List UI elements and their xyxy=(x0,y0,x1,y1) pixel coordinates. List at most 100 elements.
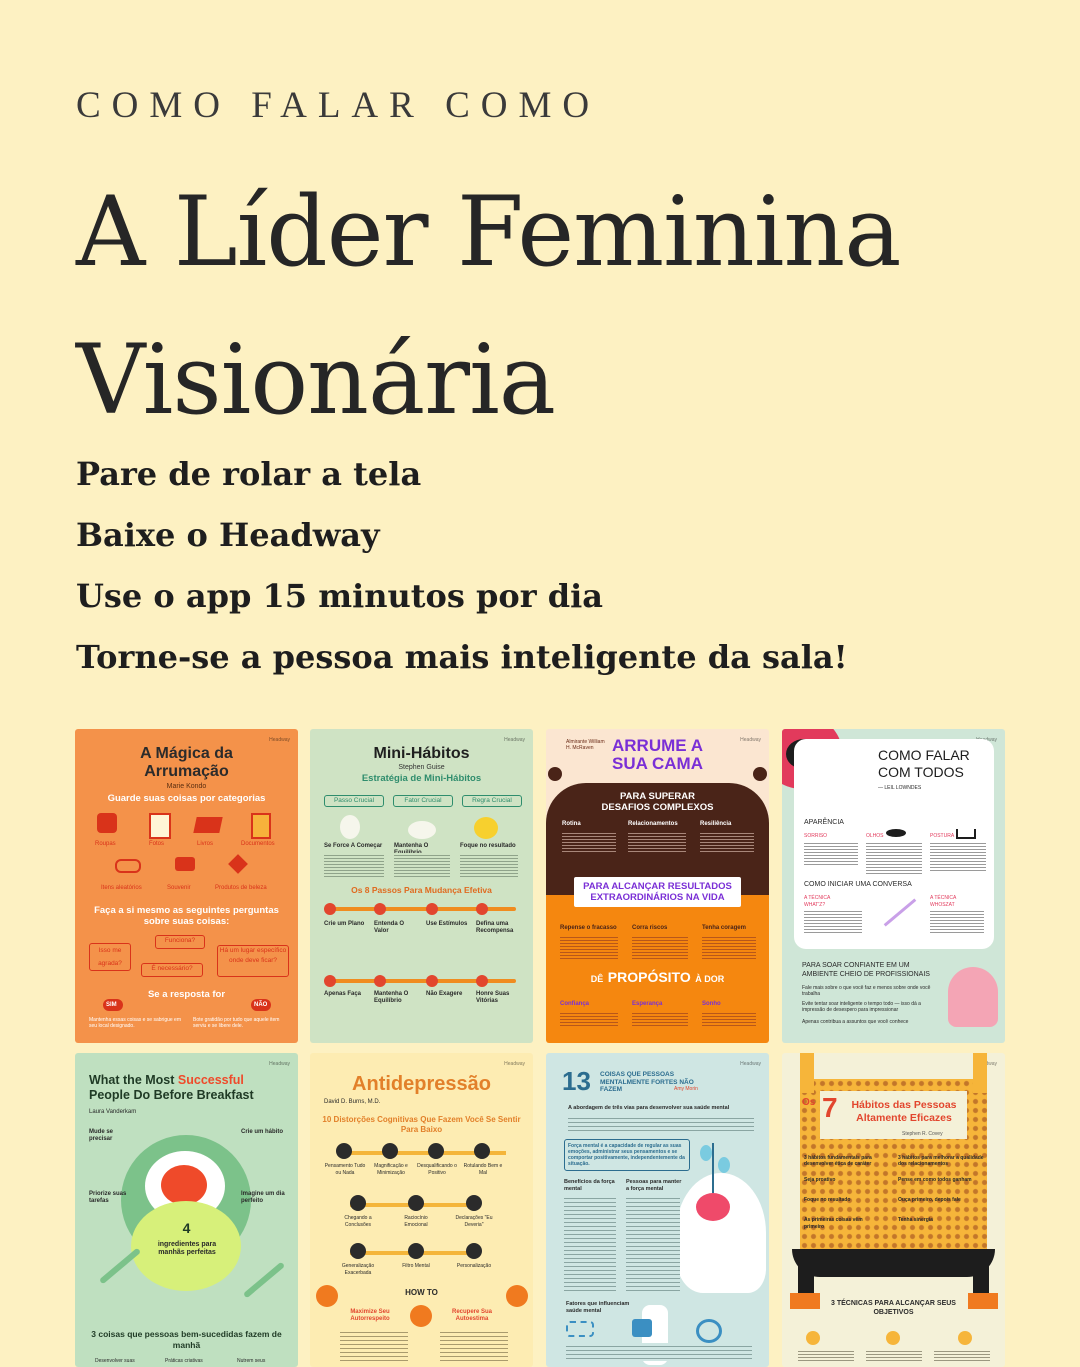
distortion-badge xyxy=(466,1243,482,1259)
flower-icon xyxy=(410,1305,432,1327)
section-heading: COMO INICIAR UMA CONVERSA xyxy=(804,881,912,888)
tip-item: Apenas contribua a assuntos que você con… xyxy=(802,1019,909,1025)
strategy-column: Foque no resultado xyxy=(460,843,516,849)
purpose-word: DÊ xyxy=(590,974,604,984)
figure-arm-right xyxy=(973,1053,987,1093)
habit-item: Tenha sinergia xyxy=(898,1217,933,1223)
book-card-antidepressao[interactable]: Headway Antidepressão David D. Burns, M.… xyxy=(310,1053,533,1367)
distortion-badge xyxy=(336,1143,352,1159)
factors-heading: Fatores que influenciam saúde mental xyxy=(566,1301,630,1314)
conversation-item: A TÉCNICA WHOSZAT xyxy=(930,895,957,908)
flower-icon xyxy=(506,1285,528,1307)
distortion-label: Raciocínio Emocional xyxy=(404,1215,428,1228)
book-card-como-falar-com-todos[interactable]: Headway COMO FALAR COM TODOS — LEIL LOWN… xyxy=(782,729,1005,1043)
plant-stem xyxy=(712,1143,714,1193)
right-heading: 3 hábitos para melhorar a qualidade dos … xyxy=(898,1155,984,1167)
book-card-7-habitos[interactable]: Headway Os 7 Hábitos das Pessoas Altamen… xyxy=(782,1053,1005,1367)
text-block xyxy=(702,1011,756,1027)
card-number: 13 xyxy=(562,1066,591,1096)
appearance-item: POSTURA xyxy=(930,833,955,839)
book-card-13-coisas[interactable]: Headway 13 COISAS QUE PESSOAS MENTALMENT… xyxy=(546,1053,769,1367)
topic-label: Corra riscos xyxy=(632,925,668,931)
text-block xyxy=(340,1329,408,1363)
step-badge xyxy=(476,903,488,915)
band-heading: PARA ALCANÇAR RESULTADOS EXTRAORDINÁRIOS… xyxy=(574,877,741,907)
card-subtitle: Guarde suas coisas por categorias xyxy=(107,793,266,804)
topic-label: Sonho xyxy=(702,1001,721,1007)
text-block xyxy=(930,841,986,871)
category-label: Documentos xyxy=(241,841,275,847)
gears-icon xyxy=(696,1319,722,1343)
hatching-egg-icon xyxy=(408,821,436,839)
leaf-icon xyxy=(718,1157,730,1173)
diamond-icon xyxy=(228,854,248,874)
left-heading: 3 hábitos fundamentais para desenvolver … xyxy=(804,1155,872,1167)
bed-post-right xyxy=(753,767,767,781)
howto-item: Maximize Seu Autorrespeito xyxy=(350,1309,390,1322)
step-badge xyxy=(476,975,488,987)
title-highlight: Successful xyxy=(177,1073,244,1087)
head-silhouette xyxy=(676,1173,766,1293)
book-card-arrume-sua-cama[interactable]: Headway Almirante William H. McRaven ARR… xyxy=(546,729,769,1043)
technique-icon xyxy=(886,1331,900,1345)
answer-heading: Se a resposta for xyxy=(147,989,226,1000)
habit-item: Ouça primeiro, depois fale xyxy=(898,1197,961,1203)
text-block xyxy=(324,853,384,877)
text-block xyxy=(930,909,984,933)
distortion-badge xyxy=(474,1143,490,1159)
figure-arm-left xyxy=(800,1053,814,1093)
step-badge xyxy=(426,903,438,915)
bottom-item: Práticas criativas xyxy=(165,1358,203,1364)
topic-label: Relacionamentos xyxy=(628,821,678,827)
technique-icon xyxy=(806,1331,820,1345)
question-bubble: Há um lugar específico onde deve ficar? xyxy=(217,945,289,977)
brand-label: Headway xyxy=(269,1061,290,1067)
conversation-item: A TÉCNICA WHAT'Z? xyxy=(804,895,831,908)
appearance-item: OLHOS xyxy=(866,833,884,839)
distortion-label: Filtro Mental xyxy=(402,1263,430,1269)
strategy-pill: Passo Crucial xyxy=(324,795,384,807)
card-title: Mini-Hábitos xyxy=(373,745,470,762)
shirt-icon xyxy=(97,813,117,833)
topic-label: Esperança xyxy=(632,1001,663,1007)
card-title: COISAS QUE PESSOAS MENTALMENTE FORTES NÃ… xyxy=(600,1071,694,1093)
book-card-mini-habitos[interactable]: Headway Mini-Hábitos Stephen Guise Estra… xyxy=(310,729,533,1043)
step-label: Use Estímulos xyxy=(426,921,468,927)
purpose-word: PROPÓSITO xyxy=(607,969,691,985)
section-heading: PARA SOAR CONFIANTE EM UM AMBIENTE CHEIO… xyxy=(802,962,930,978)
distortion-badge xyxy=(466,1195,482,1211)
document-icon xyxy=(251,813,271,839)
tip-left: Mude se precisar xyxy=(89,1129,114,1142)
title-line-1: A Líder Feminina xyxy=(76,176,901,288)
question-bubble: Isso me agrada? xyxy=(89,943,131,971)
title-number: 7 xyxy=(822,1092,838,1123)
text-block xyxy=(700,831,754,853)
photo-icon xyxy=(149,813,171,839)
card-author: Laura Vanderkam xyxy=(89,1109,137,1115)
lettuce-icon xyxy=(131,1201,241,1291)
steps-timeline xyxy=(328,979,516,983)
title-part: What the Most xyxy=(89,1073,178,1087)
book-icon xyxy=(193,817,223,833)
text-block xyxy=(564,1195,616,1291)
distortion-label: Declarações "Eu Deveria" xyxy=(455,1215,493,1228)
card-title: COMO FALAR COM TODOS xyxy=(878,747,970,780)
card-title: What the Most Successful People Do Befor… xyxy=(89,1073,284,1103)
knife-icon xyxy=(98,1247,142,1285)
book-card-magica-arrumacao[interactable]: Headway A Mágica da Arrumação Marie Kond… xyxy=(75,729,298,1043)
question-bubble: É necessário? xyxy=(141,963,203,977)
category-label: Itens aleatórios xyxy=(101,885,142,891)
habit-item: As primeiras coisas vêm primeiro xyxy=(804,1217,863,1230)
topic-label: Confiança xyxy=(560,1001,590,1007)
text-block xyxy=(628,831,686,853)
category-label: Souvenir xyxy=(167,885,191,891)
text-block xyxy=(798,1349,854,1363)
strategy-column: Se Force A Começar xyxy=(324,843,383,849)
book-card-successful-people[interactable]: Headway What the Most Successful People … xyxy=(75,1053,298,1367)
distortion-badge xyxy=(350,1195,366,1211)
text-block xyxy=(626,1195,680,1291)
text-block xyxy=(440,1329,508,1363)
yes-text: Mantenha essas coisas e se sabrigue em s… xyxy=(89,1017,181,1029)
text-block xyxy=(560,1011,618,1027)
step-item: Use o app 15 minutos por dia xyxy=(76,577,604,615)
